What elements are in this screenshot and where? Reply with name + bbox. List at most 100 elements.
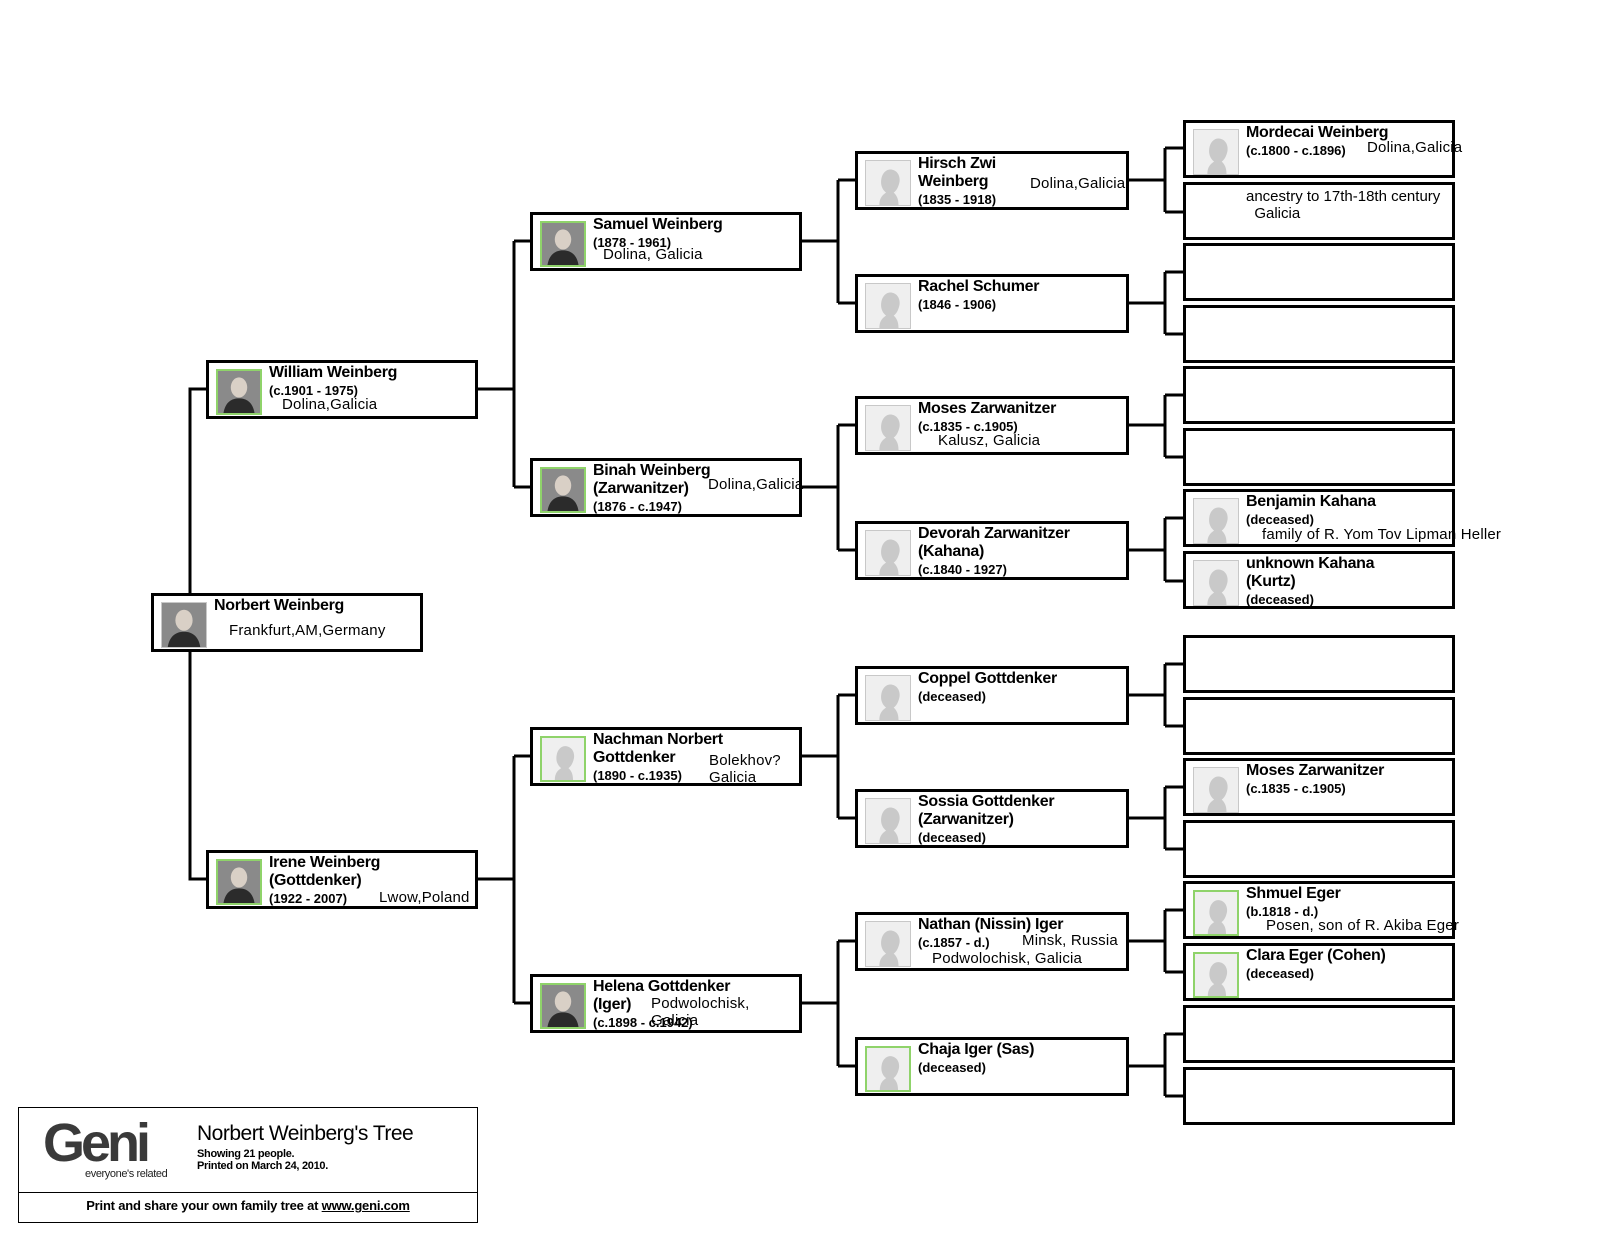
person-dates: (1878 - 1961)	[593, 235, 672, 250]
silhouette-icon	[865, 1046, 911, 1092]
person-name: Clara Eger (Cohen)	[1246, 947, 1386, 964]
portrait-photo-icon	[216, 859, 262, 905]
person-name: Moses Zarwanitzer	[1246, 762, 1385, 779]
person-dates: (deceased)	[1246, 592, 1314, 607]
person-place: Posen, son of R. Akiba Eger	[1266, 917, 1460, 934]
person-card-nathan[interactable]: Nathan (Nissin) Iger (c.1857 - d.) Minsk…	[855, 912, 1129, 971]
silhouette-icon	[540, 736, 586, 782]
silhouette-icon	[1193, 129, 1239, 175]
person-card-nachman[interactable]: Nachman Norbert Gottdenker (1890 - c.193…	[530, 727, 802, 786]
person-name: Devorah Zarwanitzer (Kahana)	[918, 525, 1070, 560]
person-name: Chaja Iger (Sas)	[918, 1041, 1035, 1058]
geni-logo: Geni	[43, 1113, 151, 1173]
person-dates: (1922 - 2007)	[269, 891, 348, 906]
person-dates: (c.1800 - c.1896)	[1246, 143, 1346, 158]
geni-link[interactable]: www.geni.com	[321, 1198, 410, 1213]
person-card-moses-zarwanitzer-2[interactable]: Moses Zarwanitzer (c.1835 - c.1905)	[1183, 758, 1455, 816]
person-dates: (deceased)	[918, 830, 986, 845]
empty-ancestor-slot[interactable]	[1183, 428, 1455, 486]
person-card-helena[interactable]: Helena Gottdenker (Iger) (c.1898 - c.194…	[530, 974, 802, 1033]
legend-footer: Print and share your own family tree at …	[19, 1198, 477, 1213]
person-dates: (c.1898 - c.1942)	[593, 1015, 693, 1030]
person-dates: (1890 - c.1935)	[593, 768, 682, 783]
person-dates: (1835 - 1918)	[918, 192, 997, 207]
person-name: Nachman Norbert Gottdenker	[593, 731, 723, 766]
person-dates: (deceased)	[918, 1060, 986, 1075]
person-place: Bolekhov? Galicia	[709, 752, 781, 786]
empty-ancestor-slot[interactable]	[1183, 1067, 1455, 1125]
empty-ancestor-slot[interactable]	[1183, 820, 1455, 878]
person-card-norbert[interactable]: Norbert Weinberg Frankfurt,AM,Germany	[151, 593, 423, 652]
tree-title: Norbert Weinberg's Tree	[197, 1122, 414, 1145]
person-card-devorah[interactable]: Devorah Zarwanitzer (Kahana) (c.1840 - 1…	[855, 521, 1129, 580]
person-card-irene[interactable]: Irene Weinberg (Gottdenker) (1922 - 2007…	[206, 850, 478, 909]
person-place: Podwolochisk, Galicia	[651, 995, 750, 1029]
person-name: Helena Gottdenker (Iger)	[593, 978, 731, 1013]
person-card-chaja[interactable]: Chaja Iger (Sas) (deceased)	[855, 1037, 1129, 1096]
person-name: Moses Zarwanitzer	[918, 400, 1057, 417]
person-place: Lwow,Poland	[379, 889, 470, 906]
person-card-rachel[interactable]: Rachel Schumer (1846 - 1906)	[855, 274, 1129, 333]
person-place: Kalusz, Galicia	[938, 432, 1041, 449]
person-card-mordecai[interactable]: Mordecai Weinberg (c.1800 - c.1896) Doli…	[1183, 120, 1462, 178]
person-name: Nathan (Nissin) Iger	[918, 916, 1064, 933]
person-name: Shmuel Eger	[1246, 885, 1341, 902]
person-name: Hirsch Zwi Weinberg	[918, 155, 996, 190]
person-dates: (deceased)	[1246, 966, 1314, 981]
person-name: Norbert Weinberg	[214, 597, 345, 614]
person-name: Samuel Weinberg	[593, 216, 723, 233]
empty-ancestor-slot[interactable]	[1183, 635, 1455, 693]
empty-ancestor-slot[interactable]	[1183, 305, 1455, 363]
silhouette-icon	[865, 530, 911, 576]
person-name: Benjamin Kahana	[1246, 493, 1376, 510]
ancestry-note: ancestry to 17th-18th century Galicia	[1246, 188, 1441, 222]
person-dates: (c.1857 - d.)	[918, 935, 990, 950]
silhouette-icon	[1193, 498, 1239, 544]
person-dates: (deceased)	[1246, 512, 1314, 527]
empty-ancestor-slot[interactable]	[1183, 243, 1455, 301]
person-card-moses-zarwanitzer[interactable]: Moses Zarwanitzer (c.1835 - c.1905) Kalu…	[855, 396, 1129, 455]
person-place: Dolina, Galicia	[603, 246, 703, 263]
footer-text: Print and share your own family tree at	[86, 1198, 322, 1213]
person-place: family of R. Yom Tov Lipman Heller	[1262, 526, 1502, 543]
person-place: Minsk, Russia	[1022, 932, 1118, 949]
person-dates: (c.1835 - c.1905)	[1246, 781, 1346, 796]
person-name: Coppel Gottdenker	[918, 670, 1057, 687]
person-card-coppel[interactable]: Coppel Gottdenker (deceased)	[855, 666, 1129, 725]
empty-ancestor-slot[interactable]	[1183, 1005, 1455, 1063]
person-name: Irene Weinberg (Gottdenker)	[269, 854, 381, 889]
person-place: Frankfurt,AM,Germany	[229, 622, 386, 639]
person-dates: (c.1840 - 1927)	[918, 562, 1007, 577]
person-card-shmuel[interactable]: Shmuel Eger (b.1818 - d.) Posen, son of …	[1183, 881, 1459, 939]
empty-ancestor-slot[interactable]	[1183, 366, 1455, 424]
empty-ancestor-slot[interactable]: ancestry to 17th-18th century Galicia	[1183, 182, 1455, 240]
person-card-clara[interactable]: Clara Eger (Cohen) (deceased)	[1183, 943, 1455, 1001]
person-dates: (1846 - 1906)	[918, 297, 997, 312]
person-card-binah[interactable]: Binah Weinberg (Zarwanitzer) (1876 - c.1…	[530, 458, 803, 517]
person-name: Binah Weinberg (Zarwanitzer)	[593, 462, 711, 497]
person-place: Dolina,Galicia	[282, 396, 378, 413]
person-card-william[interactable]: William Weinberg (c.1901 - 1975) Dolina,…	[206, 360, 478, 419]
silhouette-icon	[865, 283, 911, 329]
geni-tagline: everyone's related	[85, 1168, 168, 1180]
silhouette-icon	[1193, 560, 1239, 606]
portrait-photo-icon	[540, 983, 586, 1029]
empty-ancestor-slot[interactable]	[1183, 697, 1455, 755]
person-card-samuel[interactable]: Samuel Weinberg (1878 - 1961) Dolina, Ga…	[530, 212, 802, 271]
legend-divider	[19, 1192, 477, 1193]
person-name: Rachel Schumer	[918, 278, 1040, 295]
portrait-photo-icon	[540, 467, 586, 513]
person-place-secondary: Podwolochisk, Galicia	[932, 950, 1083, 967]
person-card-unknown-kahana[interactable]: unknown Kahana (Kurtz) (deceased)	[1183, 551, 1455, 609]
person-dates: (1876 - c.1947)	[593, 499, 682, 514]
silhouette-icon	[1193, 767, 1239, 813]
person-name: unknown Kahana (Kurtz)	[1246, 555, 1375, 590]
person-card-sossia[interactable]: Sossia Gottdenker (Zarwanitzer) (decease…	[855, 789, 1129, 848]
person-card-benjamin[interactable]: Benjamin Kahana (deceased) family of R. …	[1183, 489, 1501, 547]
person-place: Dolina,Galicia	[1030, 175, 1126, 192]
person-dates: (b.1818 - d.)	[1246, 904, 1319, 919]
person-card-hirsch[interactable]: Hirsch Zwi Weinberg (1835 - 1918) Dolina…	[855, 151, 1129, 210]
person-name: Sossia Gottdenker (Zarwanitzer)	[918, 793, 1055, 828]
silhouette-icon	[865, 798, 911, 844]
